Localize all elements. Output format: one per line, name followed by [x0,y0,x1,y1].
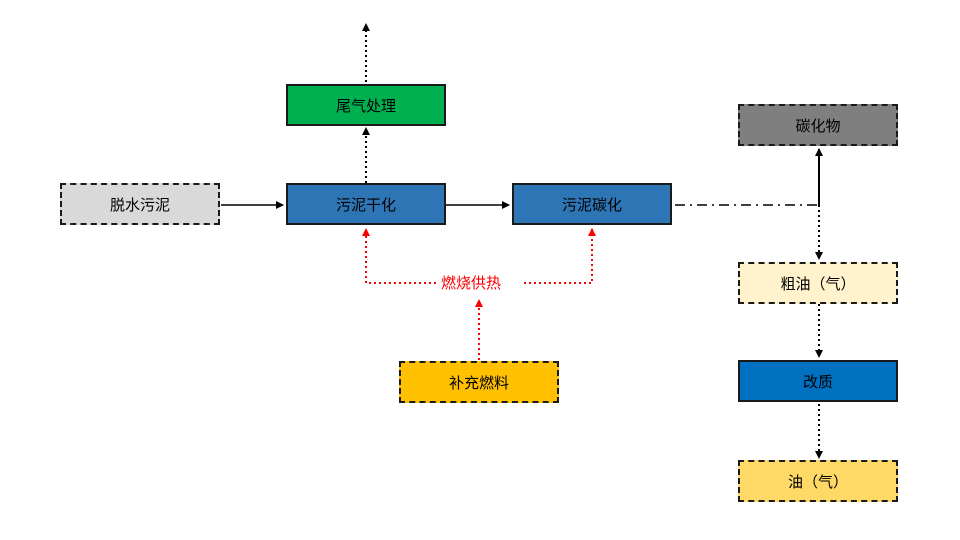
node-supplementary-fuel: 补充燃料 [399,361,559,403]
node-sludge-drying: 污泥干化 [286,183,446,225]
heat-line-right [524,228,596,284]
node-sludge-carbonization: 污泥碳化 [512,183,672,225]
label-combustion-heat: 燃烧供热 [437,273,506,293]
node-tail-gas-treatment: 尾气处理 [286,84,446,126]
node-upgrading: 改质 [738,360,898,402]
node-dewatered-sludge: 脱水污泥 [60,183,220,225]
node-char: 碳化物 [738,104,898,146]
heat-line-left [362,228,436,284]
node-crude-oil-gas: 粗油（气） [738,262,898,304]
node-oil-gas: 油（气） [738,460,898,502]
